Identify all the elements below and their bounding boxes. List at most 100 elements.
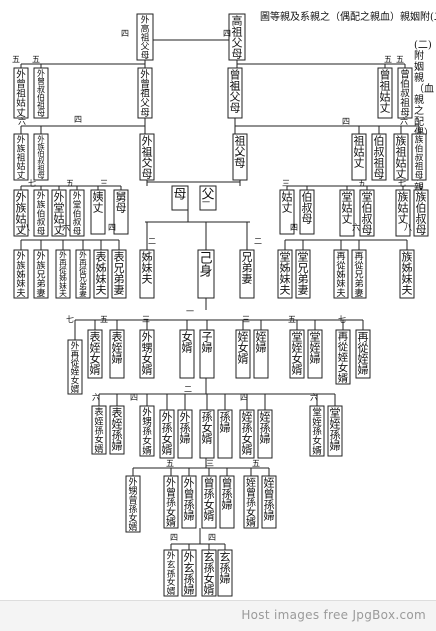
node-label: 高祖父母 (232, 14, 243, 61)
kin-node-n67: 堂姪孫婦 (327, 405, 343, 457)
kin-node-n70: 外曾孫婦 (181, 475, 197, 529)
kin-node-n68: 外甥曾孫女婿 (125, 475, 141, 533)
node-label: 外甥曾孫女婿 (128, 476, 137, 533)
node-label: 表兄弟妻 (114, 250, 125, 297)
kin-node-n30: 族伯叔母 (413, 189, 429, 237)
kin-node-n8: 曾伯叔祖母 (397, 67, 413, 119)
degree-number: 三 (142, 315, 150, 324)
node-box (33, 133, 49, 181)
node-box (163, 475, 179, 529)
kin-node-n6: 曾祖父母 (227, 67, 243, 119)
degree-number: 六 (400, 116, 408, 126)
kin-node-n63: 孫婦 (217, 409, 233, 459)
node-box (181, 549, 197, 597)
footer-text: Host images free JpgBox.com (241, 608, 426, 622)
node-label: 族伯叔母 (416, 190, 427, 237)
node-label: 族伯叔祖母 (415, 134, 424, 181)
kin-node-n33: 外再從姊妹夫 (55, 249, 71, 299)
page-heading: 圖等親及系親之（偶配之親血）親姻附(二) (260, 12, 436, 23)
kin-node-n24: 父 (199, 185, 217, 211)
kin-node-n53: 堂姪女婿 (289, 329, 305, 379)
kin-node-n73: 姪曾孫女婿 (243, 475, 259, 529)
node-box (13, 67, 29, 119)
kin-node-n18: 外族伯叔母 (33, 189, 49, 237)
node-label: 外再從姊妹夫 (59, 250, 67, 298)
node-label: 外族伯叔祖母 (37, 134, 45, 180)
connector-lines (20, 39, 422, 550)
degree-number: 五 (252, 459, 260, 468)
node-label: 玄孫女婿 (204, 550, 215, 597)
node-box (393, 133, 409, 181)
kin-node-n65: 姪孫婦 (257, 409, 273, 459)
node-label: 舅母 (116, 191, 127, 215)
kin-node-n46: 表姪女婿 (87, 329, 103, 379)
node-label: 子婦 (202, 331, 213, 355)
node-label: 外玄孫婦 (184, 551, 195, 597)
node-box (351, 133, 367, 181)
node-label: 外甥孫女婿 (142, 406, 152, 456)
node-box (239, 249, 255, 299)
node-box (199, 409, 215, 459)
node-label: 女婿 (182, 330, 193, 355)
node-box (309, 405, 325, 457)
node-label: 外再從姪女婿 (71, 340, 80, 395)
node-label: 姑丈 (282, 191, 293, 215)
node-label: 再從姪女婿 (338, 331, 349, 385)
degree-number: 三 (232, 83, 240, 92)
node-box (217, 549, 233, 597)
node-box (397, 67, 413, 119)
node-box (253, 329, 269, 379)
footer-bar: Host images free JpgBox.com (0, 600, 436, 631)
node-box (235, 329, 251, 379)
node-box (33, 67, 49, 119)
kin-node-n15: 族祖姑丈 (393, 133, 409, 181)
node-box (55, 249, 71, 299)
kin-node-n25: 姑丈 (279, 189, 295, 235)
node-label: 外高祖父母 (141, 14, 150, 61)
node-box (413, 189, 429, 237)
kin-node-n26: 伯叔母 (299, 189, 315, 235)
kin-node-n62: 孫女婿 (199, 409, 215, 459)
node-box (13, 133, 29, 181)
node-label: 外玄孫女婿 (167, 550, 176, 597)
node-box (277, 249, 293, 299)
node-box (219, 475, 235, 529)
kin-node-n9: 外族祖姑丈 (13, 133, 29, 181)
kin-node-n32: 外族兄弟妻 (33, 249, 49, 299)
kin-node-n14: 伯叔祖母 (371, 133, 387, 181)
kin-node-n28: 堂伯叔母 (359, 189, 375, 237)
degree-number: 五 (12, 55, 20, 64)
kin-node-n75: 外玄孫女婿 (163, 549, 179, 597)
node-label: 母 (173, 187, 186, 202)
node-box (257, 409, 273, 459)
node-box (289, 329, 305, 379)
node-box (87, 329, 103, 379)
node-label: 外曾孫婦 (184, 477, 195, 523)
kin-node-n77: 玄孫女婿 (201, 549, 217, 597)
kin-node-n39: 兄弟妻 (239, 249, 255, 299)
node-box (67, 339, 83, 395)
node-box (139, 329, 155, 379)
degree-number: 八 (404, 223, 412, 232)
kin-node-n10: 外族伯叔祖母 (33, 133, 49, 181)
degree-number: 五 (358, 179, 366, 188)
node-label: 外族兄弟妻 (36, 250, 45, 299)
node-label: 外曾祖父母 (140, 68, 150, 118)
degree-number: 五 (384, 55, 392, 64)
degree-number: 五 (66, 179, 74, 188)
node-label: 堂伯叔母 (362, 191, 373, 237)
kin-node-n47: 表姪婦 (109, 329, 125, 379)
node-label: 姪孫女婿 (242, 410, 253, 457)
node-box (69, 189, 85, 237)
node-label: 外祖父母 (142, 135, 153, 181)
node-box (33, 189, 49, 237)
node-label: 堂姪女婿 (292, 331, 303, 377)
degree-number: 四 (223, 29, 231, 38)
node-box (377, 67, 393, 119)
degree-number: 三 (142, 83, 150, 92)
kin-node-n57: 表姪孫女婿 (91, 405, 107, 455)
node-box (139, 405, 155, 457)
node-box (13, 249, 29, 299)
node-box (333, 249, 349, 299)
kin-node-n45: 外再從姪女婿 (67, 339, 83, 395)
